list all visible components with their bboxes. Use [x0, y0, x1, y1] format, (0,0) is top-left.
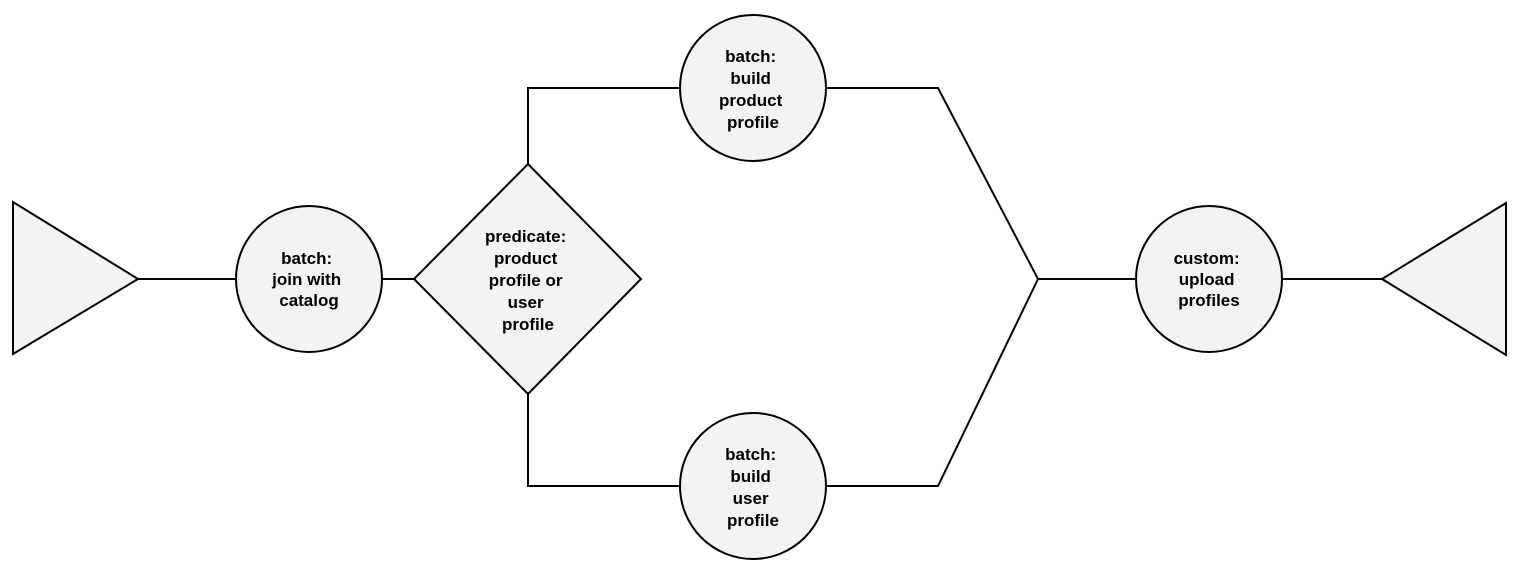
build-product-profile-node-shape — [679, 14, 827, 162]
build-product-profile-node-label-line: product — [719, 91, 783, 110]
build-user-profile-node-label: batch: build user profile — [725, 445, 781, 530]
join-node-label: batch: join with catalog — [271, 249, 346, 310]
edge-predicate-to-product — [527, 87, 680, 164]
build-product-profile-node-label-line: build — [730, 69, 771, 88]
predicate-node-label: predicate: product profile or user profi… — [485, 227, 571, 334]
build-user-profile-node-label-line: profile — [727, 511, 779, 530]
join-node-label-line: join with — [271, 270, 341, 289]
upload-profiles-node-label-line: profiles — [1178, 291, 1239, 310]
build-product-profile-node-label: batch: build product profile — [719, 47, 787, 132]
build-product-profile-node-label-line: batch: — [725, 47, 776, 66]
edge-product-to-upload — [826, 87, 1136, 280]
upload-profiles-node-label-line: upload — [1179, 270, 1235, 289]
build-user-profile-node-label-line: batch: — [725, 445, 776, 464]
build-user-profile-node-shape — [679, 412, 827, 560]
predicate-node-shape — [412, 162, 643, 396]
build-user-profile-node[interactable]: batch: build user profile — [679, 412, 827, 560]
source-node[interactable] — [12, 200, 140, 356]
predicate-node[interactable]: predicate: product profile or user profi… — [412, 162, 643, 396]
upload-profiles-node-label-line: custom: — [1174, 249, 1240, 268]
predicate-node-label-line: profile or — [489, 271, 563, 290]
join-node-label-line: batch: — [281, 249, 332, 268]
upload-profiles-node-label: custom: upload profiles — [1174, 249, 1245, 310]
predicate-node-label-line: user — [508, 293, 544, 312]
edge-user-to-upload — [826, 278, 1039, 487]
join-node[interactable]: batch: join with catalog — [235, 205, 383, 353]
edge-predicate-to-user — [527, 394, 680, 487]
predicate-node-label-line: predicate: — [485, 227, 566, 246]
join-node-shape — [235, 205, 383, 353]
build-user-profile-node-label-line: user — [733, 489, 769, 508]
join-node-label-line: catalog — [279, 291, 339, 310]
upload-profiles-node-shape — [1135, 205, 1283, 353]
upload-profiles-node[interactable]: custom: upload profiles — [1135, 205, 1283, 353]
sink-node[interactable] — [1380, 201, 1507, 357]
edges — [138, 87, 1382, 487]
build-product-profile-node-label-line: profile — [727, 113, 779, 132]
predicate-node-label-line: profile — [502, 315, 554, 334]
build-user-profile-node-label-line: build — [730, 467, 771, 486]
predicate-node-label-line: product — [494, 249, 558, 268]
build-product-profile-node[interactable]: batch: build product profile — [679, 14, 827, 162]
